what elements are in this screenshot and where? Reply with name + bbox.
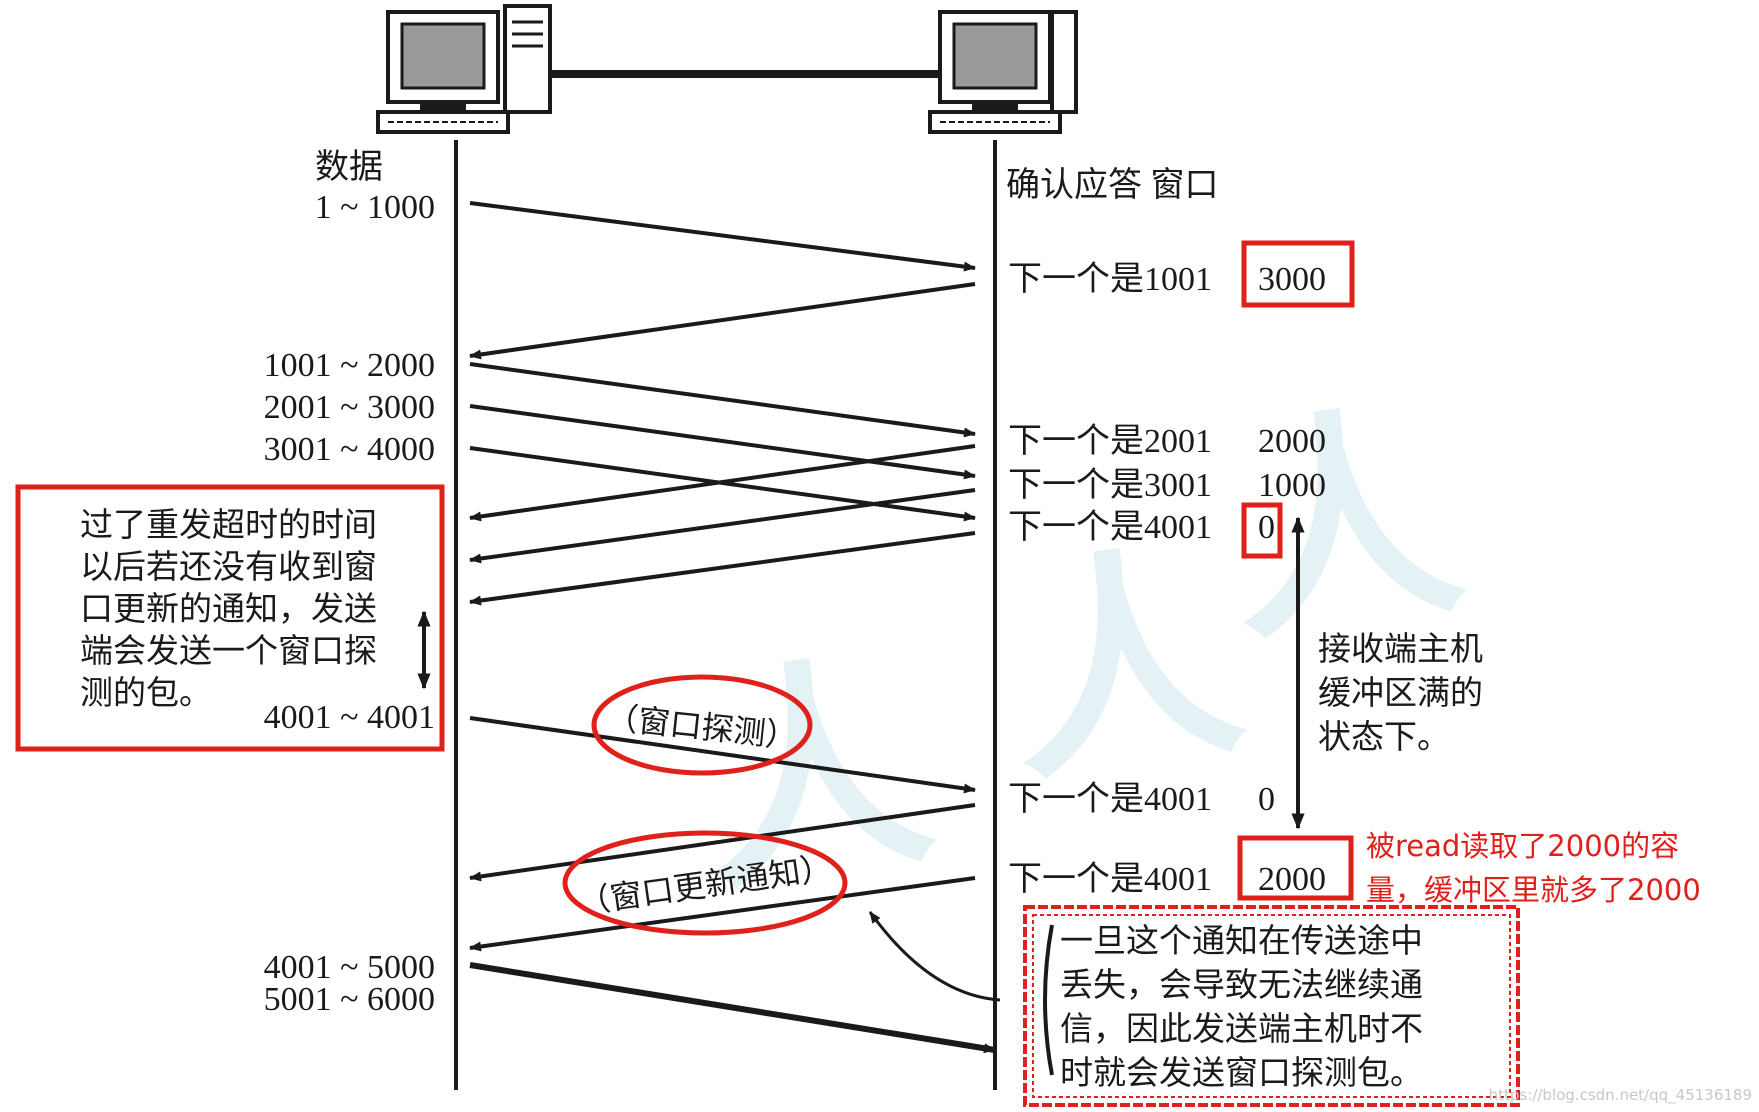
message-arrows: [469, 201, 996, 1054]
window-value: 2000: [1258, 423, 1326, 460]
window-value: 0: [1258, 509, 1275, 546]
window-value: 1000: [1258, 467, 1326, 504]
window-value: 2000: [1258, 861, 1326, 898]
buffer-full-note-line: 缓冲区满的: [1318, 675, 1483, 712]
ack-label: 下一个是2001: [1008, 423, 1212, 460]
timeout-note-line: 以后若还没有收到窗: [80, 549, 377, 586]
loss-note-box: [1023, 905, 1520, 1107]
window-value: 0: [1258, 781, 1275, 818]
sender-range-labels: 1 ~ 1000 1001 ~ 2000 2001 ~ 3000 3001 ~ …: [264, 189, 435, 1018]
ack-label: 下一个是4001: [1008, 861, 1212, 898]
loss-note: 一旦这个通知在传送途中 丢失，会导致无法继续通 信，因此发送端主机时不 时就会发…: [1060, 923, 1423, 1092]
buffer-full-note-line: 状态下。: [1318, 719, 1450, 756]
ack-arrow-probe-reply: [469, 803, 976, 882]
read-annotation: 被read读取了2000的容 量，缓冲区里就多了2000: [1366, 829, 1701, 907]
ack-label: 下一个是4001: [1008, 781, 1212, 818]
ack-arrow-2001: [469, 444, 976, 522]
range-label: 1001 ~ 2000: [264, 347, 435, 384]
probe-circle: [591, 674, 813, 776]
ack-window-header: 确认应答 窗口: [1006, 166, 1219, 204]
range-label: 2001 ~ 3000: [264, 389, 435, 426]
highlight-window-2000: [1237, 835, 1354, 901]
timeout-note-line: 端会发送一个窗口探: [80, 633, 377, 670]
read-annotation-line: 量，缓冲区里就多了2000: [1366, 873, 1701, 907]
loss-note-box-inner: [1032, 914, 1511, 1098]
loss-note-bracket: [1043, 924, 1054, 1076]
timeout-note-line: 测的包。: [80, 675, 212, 712]
range-label: 1 ~ 1000: [315, 189, 435, 226]
ack-label: 下一个是1001: [1008, 261, 1212, 298]
loss-note-line: 一旦这个通知在传送途中: [1060, 923, 1423, 960]
ack-label: 下一个是3001: [1008, 467, 1212, 504]
data-arrow-1-1000: [469, 201, 976, 272]
data-arrow-2001-3000: [469, 404, 976, 480]
range-label: 4001 ~ 4001: [264, 699, 435, 736]
timeout-note-line: 过了重发超时的时间: [80, 507, 377, 544]
loss-note-line: 丢失，会导致无法继续通: [1060, 967, 1423, 1004]
svg-text:人: 人: [1210, 378, 1475, 674]
buffer-full-note-line: 接收端主机: [1318, 631, 1483, 668]
probe-arrow-4001: [469, 716, 976, 794]
svg-text:人: 人: [990, 518, 1255, 814]
highlight-window-3000: [1241, 240, 1355, 308]
window-value: 3000: [1258, 261, 1326, 298]
window-update-arrow: [469, 876, 976, 952]
sender-computer-icon: [376, 4, 552, 134]
window-values: 3000 2000 1000 0 0 2000: [1258, 261, 1326, 898]
highlight-timeout-note: [15, 484, 445, 752]
ack-arrow-4001: [469, 531, 976, 606]
ack-arrow-1001: [469, 282, 976, 360]
range-label: 5001 ~ 6000: [264, 981, 435, 1018]
receiver-computer-icon: [928, 10, 1078, 134]
highlight-window-0: [1241, 502, 1283, 559]
ack-label: 下一个是4001: [1008, 509, 1212, 546]
loss-note-line: 信，因此发送端主机时不: [1060, 1011, 1423, 1048]
watermark-overlay: 人 人 人: [680, 378, 1475, 924]
data-arrow-4001-6000: [469, 962, 996, 1054]
data-header: 数据: [315, 148, 383, 186]
range-label: 4001 ~ 5000: [264, 949, 435, 986]
loss-pointer-arrow: [868, 911, 1001, 1002]
range-label: 3001 ~ 4000: [264, 431, 435, 468]
update-circle: [562, 830, 848, 936]
timeout-note: 过了重发超时的时间 以后若还没有收到窗 口更新的通知，发送 端会发送一个窗口探 …: [80, 507, 377, 712]
ack-labels: 下一个是1001 下一个是2001 下一个是3001 下一个是4001 下一个是…: [1008, 261, 1212, 898]
buffer-full-note: 接收端主机 缓冲区满的 状态下。: [1318, 631, 1483, 756]
loss-note-line: 时就会发送窗口探测包。: [1060, 1055, 1423, 1092]
read-annotation-line: 被read读取了2000的容: [1366, 829, 1679, 863]
ack-arrow-3001: [469, 488, 976, 564]
data-arrow-1001-2000: [469, 362, 976, 438]
timeout-note-line: 口更新的通知，发送: [80, 591, 377, 628]
watermark-url: https://blog.csdn.net/qq_45136189: [1489, 1086, 1752, 1105]
